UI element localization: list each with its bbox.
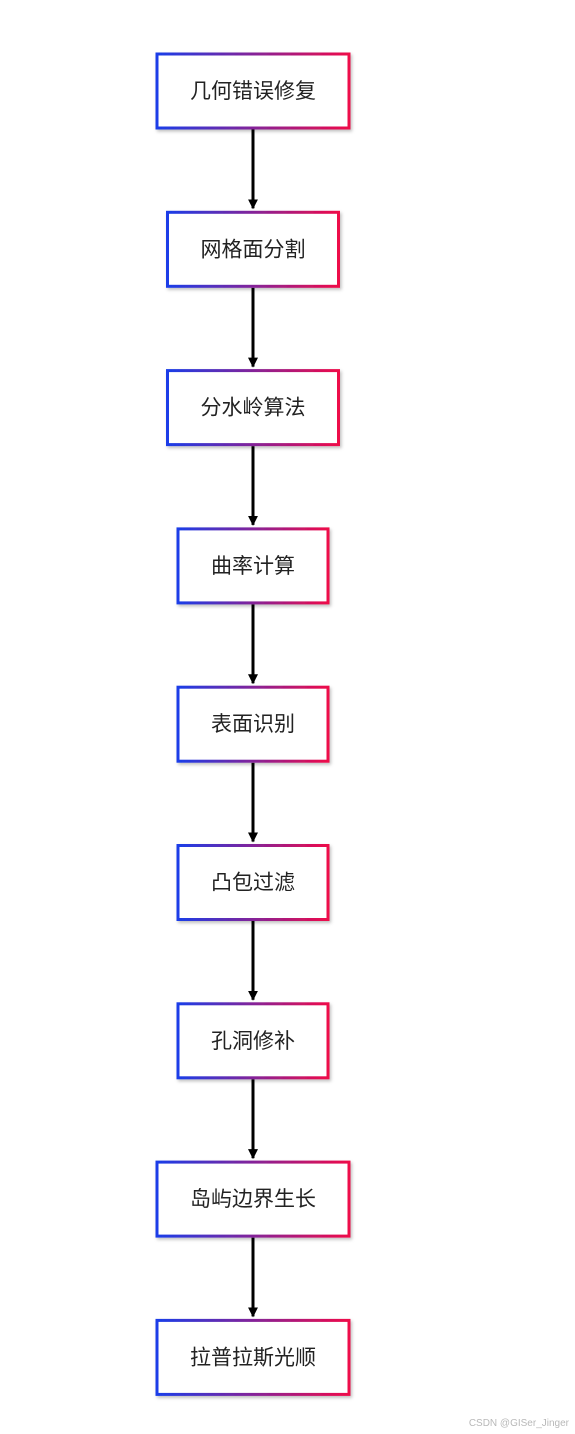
flow-node-box [166, 210, 340, 288]
flow-node-box [176, 685, 330, 763]
flow-node-5: 表面识别 [176, 685, 330, 763]
flow-node-label: 凸包过滤 [211, 871, 295, 895]
watermark: CSDN @GISer_Jinger [468, 1418, 569, 1429]
flow-node-label: 几何错误修复 [190, 79, 316, 103]
nodes-layer: 几何错误修复网格面分割分水岭算法曲率计算表面识别凸包过滤孔洞修补岛屿边界生长拉普… [155, 52, 351, 1396]
flow-node-box [155, 52, 351, 130]
flow-node-box [176, 527, 330, 605]
flow-node-label: 孔洞修补 [211, 1029, 295, 1053]
flow-node-9: 拉普拉斯光顺 [155, 1318, 351, 1396]
flow-node-label: 拉普拉斯光顺 [190, 1345, 316, 1369]
flow-node-7: 孔洞修补 [176, 1002, 330, 1080]
flow-node-label: 网格面分割 [201, 237, 306, 261]
flow-node-box [166, 369, 340, 447]
flow-node-box [155, 1160, 351, 1238]
flow-node-box [155, 1318, 351, 1396]
flow-node-label: 表面识别 [211, 712, 295, 736]
flow-node-3: 分水岭算法 [166, 369, 340, 447]
flow-node-label: 曲率计算 [211, 554, 295, 578]
flow-node-box [176, 844, 330, 921]
flow-node-box [176, 1002, 330, 1080]
flow-node-1: 几何错误修复 [155, 52, 351, 130]
flow-node-4: 曲率计算 [176, 527, 330, 605]
flow-node-label: 岛屿边界生长 [190, 1187, 316, 1211]
flow-node-label: 分水岭算法 [201, 396, 306, 420]
flow-node-2: 网格面分割 [166, 210, 340, 288]
flow-node-6: 凸包过滤 [176, 844, 330, 921]
flow-node-8: 岛屿边界生长 [155, 1160, 351, 1238]
